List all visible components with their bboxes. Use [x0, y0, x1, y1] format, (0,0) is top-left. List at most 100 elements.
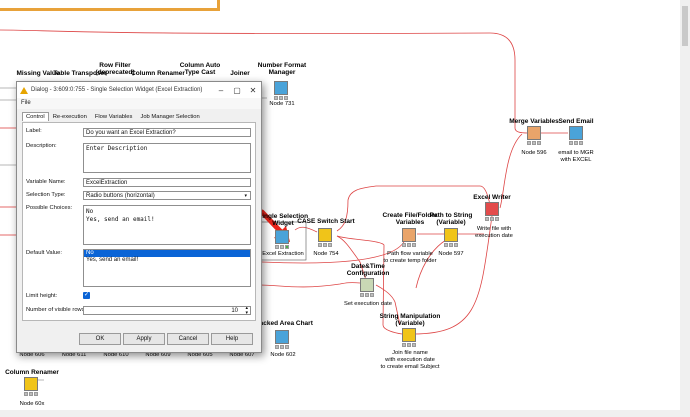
node-label-stacked-area: Stacked Area Chart: [253, 320, 313, 327]
chevron-down-icon[interactable]: ▾: [244, 193, 247, 199]
maximize-icon[interactable]: ▢: [233, 85, 241, 95]
default-option[interactable]: Yes, send an email!: [86, 257, 139, 263]
choice-item: Yes, send an email!: [86, 216, 155, 223]
limit-height-label: Limit height:: [26, 293, 58, 299]
node-name-email-mgr: email to MGR with EXCEL: [558, 150, 594, 163]
node-label-table-transposer: Table Transposer: [53, 70, 107, 77]
help-button[interactable]: Help: [211, 333, 253, 345]
node-label-case-switch: CASE Switch Start: [297, 218, 355, 225]
excel-writer-node[interactable]: [485, 202, 499, 216]
node-name-join-file: Join file name with execution date to cr…: [380, 350, 440, 370]
apply-button[interactable]: Apply: [123, 333, 165, 345]
description-textarea[interactable]: Enter Description: [83, 143, 251, 173]
close-icon[interactable]: ✕: [249, 85, 257, 95]
node-label-joiner: Joiner: [230, 70, 250, 77]
choice-item: No: [86, 208, 94, 215]
node-label-column-renamer: Column Renamer: [131, 70, 185, 77]
node-label-create-file: Create File/Folder Variables: [382, 212, 438, 226]
node-label-column-renamer-bottom: Column Renamer: [5, 369, 59, 376]
node-name-596: Node 596: [521, 150, 547, 156]
node-status-lights: [360, 293, 374, 297]
default-option-selected[interactable]: No: [84, 250, 250, 257]
node-name-597: Node 597: [438, 251, 464, 257]
node-status-lights: [527, 141, 541, 145]
node-name-path-flow: Path flow variable to create temp folder: [383, 251, 437, 264]
default-value-label: Default Value:: [26, 250, 62, 256]
visible-rows-label: Number of visible rows:: [26, 307, 87, 313]
node-name-609: Node 609: [145, 352, 171, 358]
visible-rows-value: 10: [231, 308, 238, 314]
node-name-605: Node 605: [187, 352, 213, 358]
node-name-excel-extraction: Excel Extraction: [262, 251, 304, 257]
node-status-lights: [275, 345, 289, 349]
send-email-node[interactable]: [569, 126, 583, 140]
node-name-607: Node 607: [229, 352, 255, 358]
column-renamer-bottom-node[interactable]: [24, 377, 38, 391]
cancel-button[interactable]: Cancel: [167, 333, 209, 345]
selection-type-value: Radio buttons (horizontal): [86, 193, 155, 199]
node-name-write-file: Write file with execution date: [475, 226, 513, 239]
node-status-lights: [402, 243, 416, 247]
minimize-icon[interactable]: –: [218, 85, 224, 95]
selection-type-dropdown[interactable]: Radio buttons (horizontal) ▾: [83, 191, 251, 200]
default-value-list[interactable]: No Yes, send an email!: [83, 249, 251, 287]
possible-choices-textarea[interactable]: No Yes, send an email!: [83, 205, 251, 245]
tab-control[interactable]: Control: [22, 112, 49, 121]
datetime-config-node[interactable]: [360, 278, 374, 292]
merge-variables-node[interactable]: [527, 126, 541, 140]
control-panel: Label: Do you want an Excel Extraction? …: [22, 122, 256, 321]
single-selection-dialog[interactable]: Dialog - 3:609:0:755 - Single Selection …: [16, 81, 262, 353]
limit-height-checkbox[interactable]: ✓: [83, 292, 90, 299]
node-status-lights: [318, 243, 332, 247]
annotation-frame: [0, 0, 220, 11]
node-label-number-format-manager: Number Format Manager: [257, 62, 307, 76]
node-name-602: Node 602: [270, 352, 296, 358]
variable-name-input[interactable]: ExcelExtraction: [83, 178, 251, 187]
horizontal-scrollbar[interactable]: [0, 410, 690, 417]
node-label-send-email: Send Email: [558, 118, 594, 125]
string-manipulation-node[interactable]: [402, 328, 416, 342]
scrollbar-thumb[interactable]: [682, 6, 688, 46]
node-label-excel-writer: Excel Writer: [473, 194, 511, 201]
case-switch-node[interactable]: [318, 228, 332, 242]
node-name-610: Node 610: [103, 352, 129, 358]
node-name-606: Node 606: [19, 352, 45, 358]
label-field-label: Label:: [26, 128, 42, 134]
node-status-lights: [569, 141, 583, 145]
label-input[interactable]: Do you want an Excel Extraction?: [83, 128, 251, 137]
stacked-area-node[interactable]: [275, 330, 289, 344]
node-label-single-selection: Single Selection Widget: [257, 213, 309, 227]
node-status-lights: [24, 392, 38, 396]
possible-choices-label: Possible Choices:: [26, 205, 73, 211]
tab-re-execution[interactable]: Re-execution: [52, 114, 87, 120]
dialog-title: Dialog - 3:609:0:755 - Single Selection …: [31, 87, 203, 93]
tab-flow-variables[interactable]: Flow Variables: [94, 114, 133, 120]
tab-job-manager[interactable]: Job Manager Selection: [140, 114, 200, 120]
node-label-string-manipulation: String Manipulation (Variable): [379, 313, 441, 327]
warning-icon: [20, 86, 28, 94]
selection-type-label: Selection Type:: [26, 192, 66, 198]
node-name-731: Node 731: [269, 101, 295, 107]
dialog-menu-file[interactable]: File: [17, 98, 261, 109]
node-label-path-to-string: Path to String (Variable): [429, 212, 473, 226]
visible-rows-spinner[interactable]: 10 ▴▾: [83, 306, 251, 315]
vertical-scrollbar[interactable]: [680, 0, 690, 417]
node-name-611: Node 611: [61, 352, 87, 358]
node-label-datetime: Date&Time Configuration: [346, 263, 390, 277]
node-name-set-execution-date: Set execution date: [343, 301, 393, 307]
spinner-arrows-icon[interactable]: ▴▾: [245, 306, 248, 315]
number-format-manager-node[interactable]: [274, 81, 288, 95]
node-status-lights: [402, 343, 416, 347]
node-status-lights: [444, 243, 458, 247]
node-label-row-filter: Row Filter (deprecated): [95, 62, 135, 76]
connections: [0, 29, 568, 335]
dialog-titlebar[interactable]: Dialog - 3:609:0:755 - Single Selection …: [17, 82, 261, 98]
single-selection-widget-node[interactable]: [275, 230, 289, 244]
node-status-lights: [485, 217, 499, 221]
create-file-folder-node[interactable]: [402, 228, 416, 242]
path-to-string-node[interactable]: [444, 228, 458, 242]
node-name-60x: Node 60x: [19, 401, 45, 407]
variable-name-label: Variable Name:: [26, 179, 66, 185]
ok-button[interactable]: OK: [79, 333, 121, 345]
node-name-754: Node 754: [313, 251, 339, 257]
